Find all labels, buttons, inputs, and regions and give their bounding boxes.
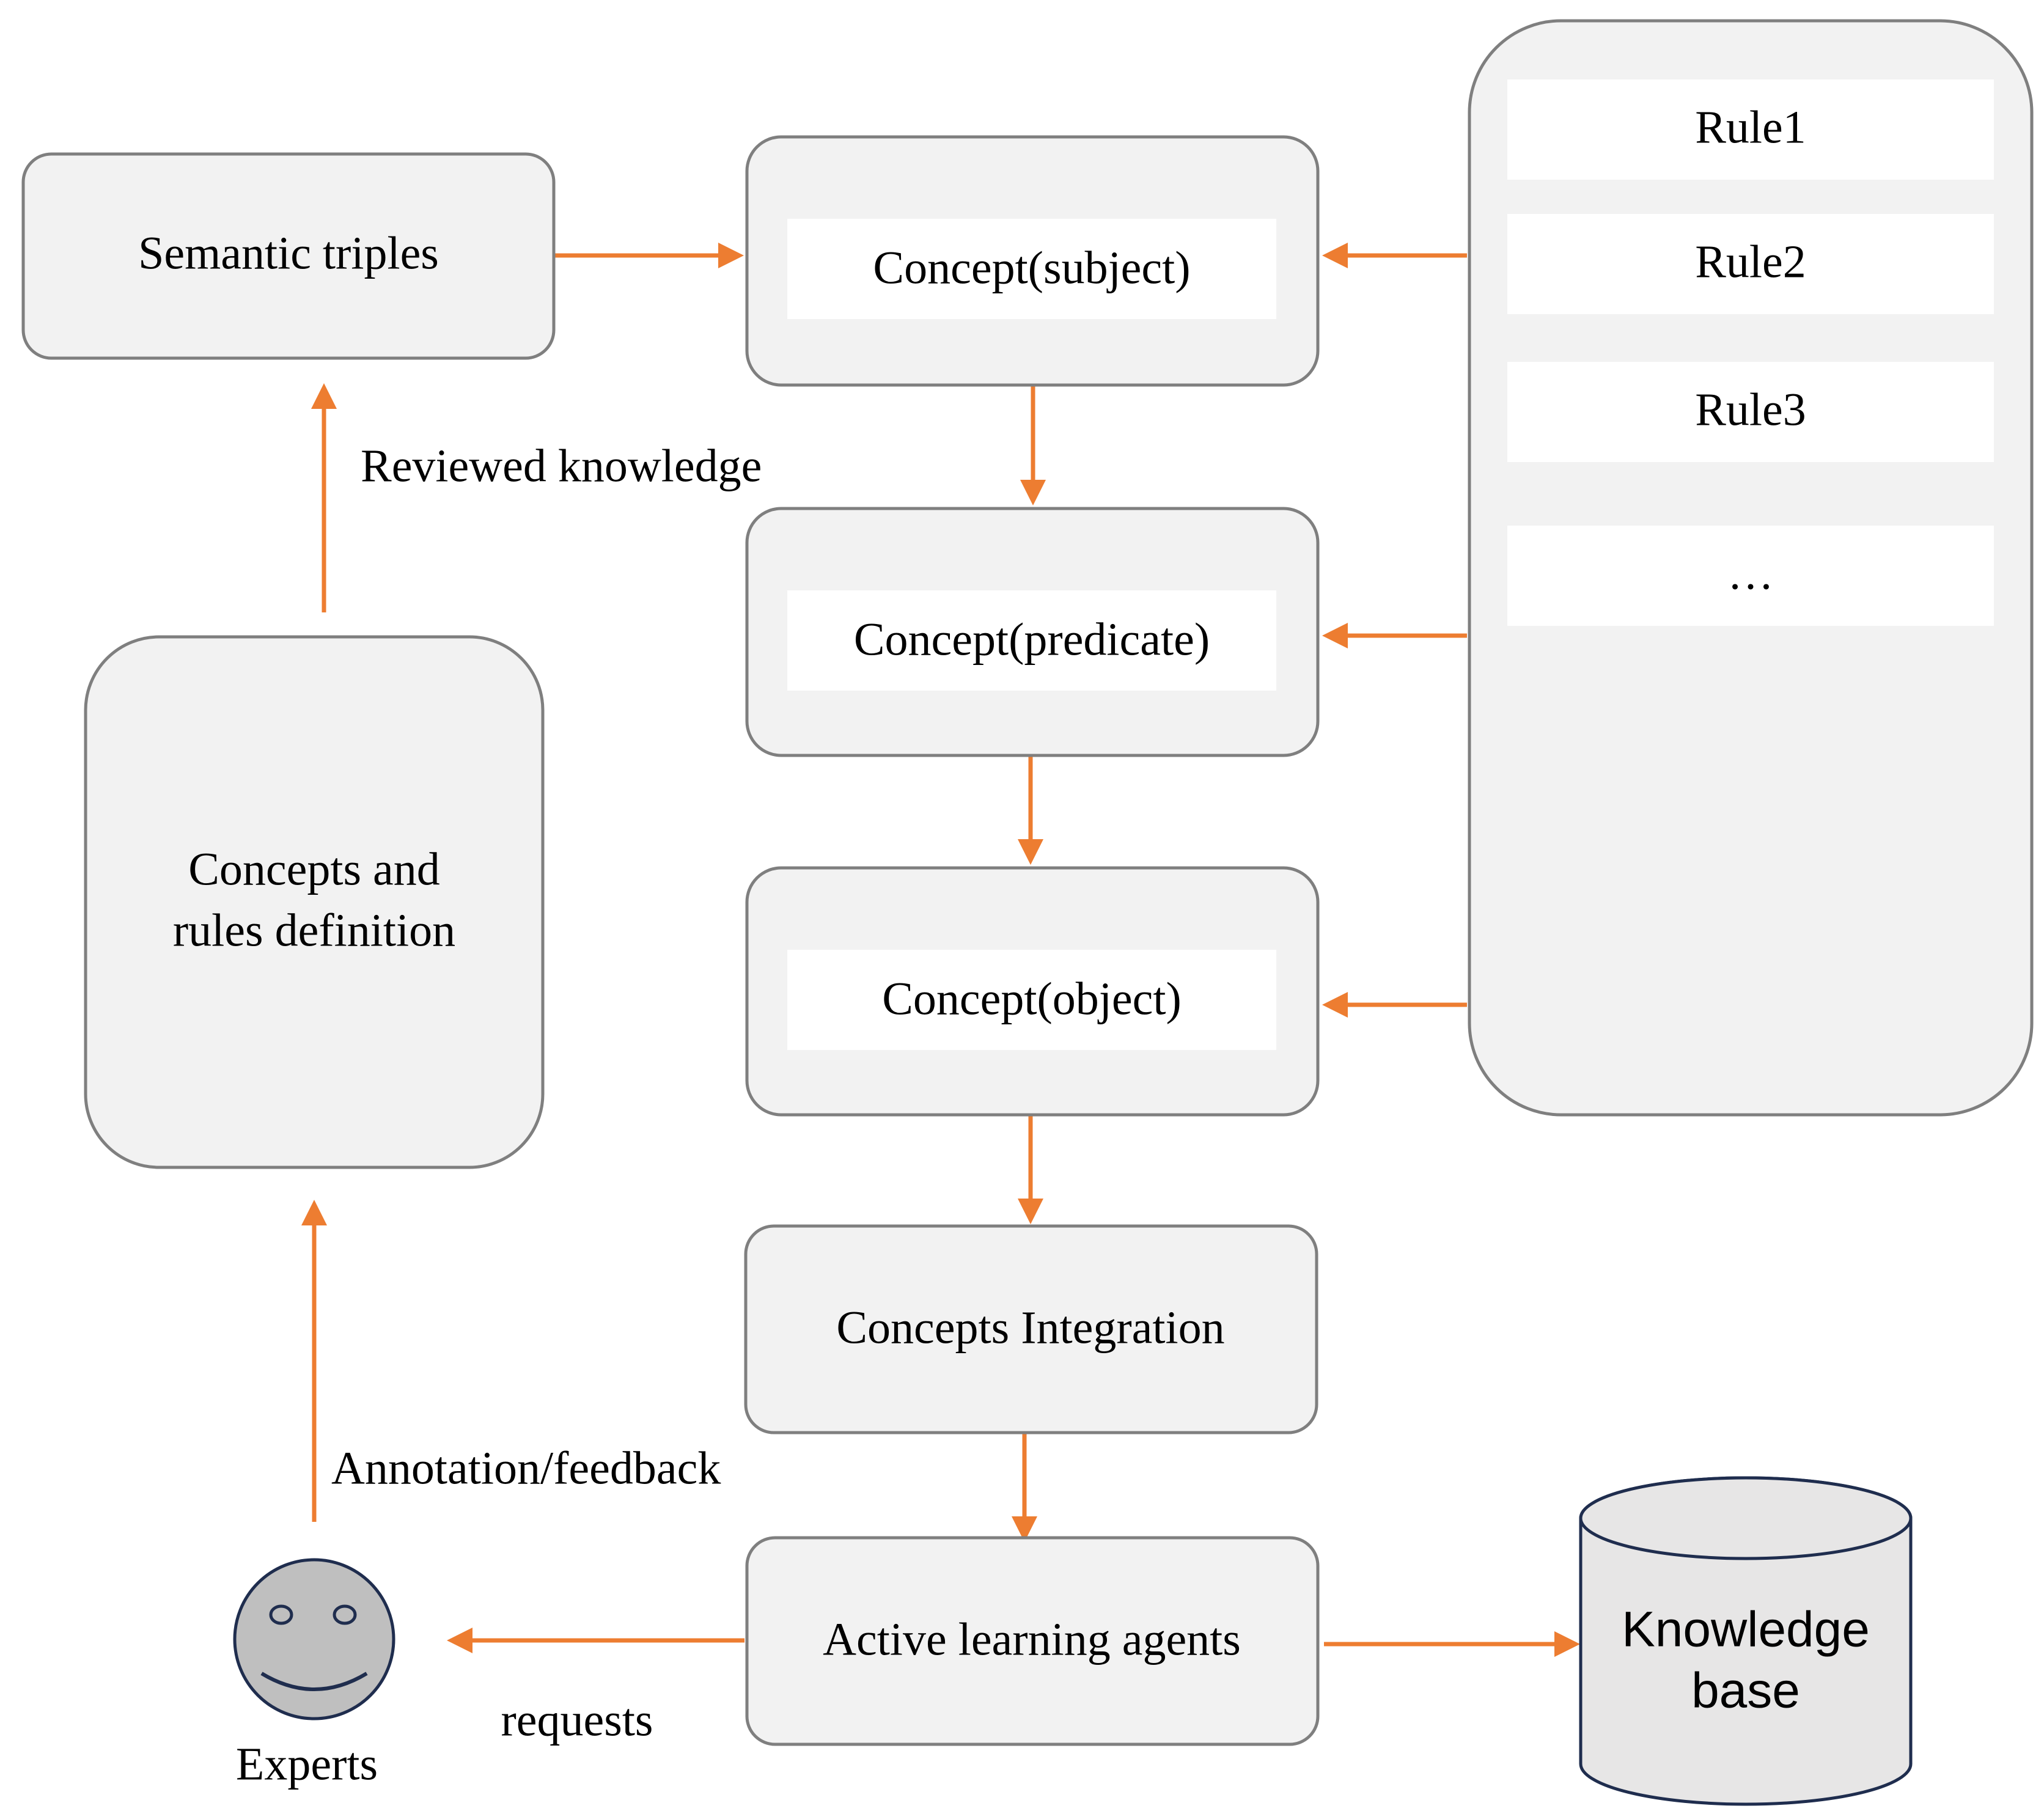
semantic-triples-box [21,152,556,360]
concepts-rules-definition-node: Concepts and rules definition [84,635,545,1169]
experts-node: Experts [233,1558,395,1790]
rule-item-box [1507,362,1994,462]
semantic-triples-label: Semantic triples [138,227,439,279]
rule-item-box [1507,79,1994,180]
semantic-triples-node: Semantic triples [21,152,556,360]
concept-object-label: Concept(object) [882,973,1182,1024]
concept-subject-node: Concept(subject) [745,135,1320,387]
concept-subject-label: Concept(subject) [873,242,1190,293]
active-learning-agents-label: Active learning agents [823,1614,1241,1665]
annotation-feedback-label: Annotation/feedback [331,1442,721,1494]
rule-item-box [1507,526,1994,626]
concept-predicate-inner [787,590,1276,691]
arrows [301,243,1580,1657]
concepts-integration-box [744,1224,1318,1434]
concepts-integration-label: Concepts Integration [836,1302,1224,1353]
rule-item-label: … [1727,548,1774,599]
concept-subject-inner [787,219,1276,319]
requests-label: requests [501,1694,653,1746]
concepts-rules-definition-label-line2: rules definition [173,905,455,956]
concepts-integration-node: Concepts Integration [744,1224,1318,1434]
knowledge-base-node: Knowledge base [1579,1476,1913,1806]
knowledge-base-label-line1: Knowledge [1622,1602,1870,1658]
rule-item-label: Rule1 [1695,101,1806,153]
experts-label: Experts [236,1738,378,1790]
concept-predicate-node: Concept(predicate) [745,507,1320,757]
concepts-rules-definition-label-line1: Concepts and [188,843,440,895]
concept-predicate-label: Concept(predicate) [854,614,1210,665]
rule-item-label: Rule3 [1695,384,1806,435]
concepts-rules-definition-box [84,635,545,1169]
active-learning-agents-node: Active learning agents [745,1536,1320,1746]
concept-object-inner [787,950,1276,1050]
rule-item-label: Rule2 [1695,236,1806,287]
database-cylinder-top [1579,1476,1913,1560]
reviewed-knowledge-label: Reviewed knowledge [361,440,762,491]
smiley-face-icon [233,1558,395,1720]
concept-object-node: Concept(object) [745,866,1320,1117]
knowledge-base-label-line2: base [1691,1663,1800,1719]
rule-item-box [1507,214,1994,314]
active-learning-agents-box [745,1536,1320,1746]
rules-container-node: Rule1 Rule2 Rule3 … [1468,19,2034,1117]
